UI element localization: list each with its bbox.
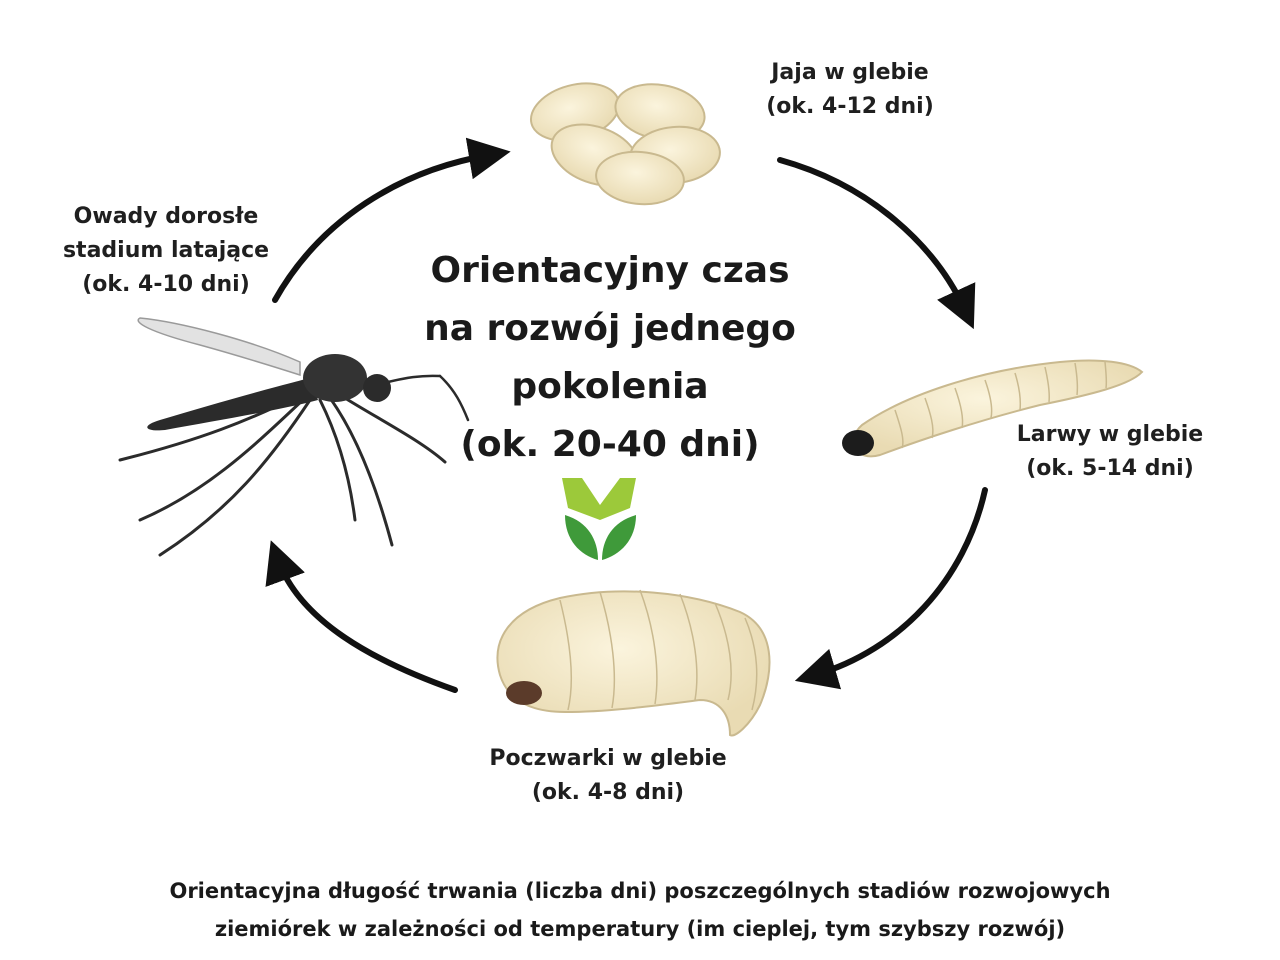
stage-label-eggs: Jaja w glebie (ok. 4-12 dni) — [700, 56, 1000, 124]
stage-duration-pupae: (ok. 4-8 dni) — [531, 780, 685, 805]
stage-label-pupae: Poczwarki w glebie (ok. 4-8 dni) — [458, 742, 758, 810]
center-title-line: (ok. 20-40 dni) — [460, 424, 760, 465]
center-title: Orientacyjny czas na rozwój jednego poko… — [360, 242, 860, 474]
larva-icon — [842, 359, 1144, 458]
stage-name-eggs: Jaja w glebie — [771, 60, 929, 85]
pupa-icon — [496, 589, 771, 737]
stage-duration-larvae: (ok. 5-14 dni) — [1026, 456, 1194, 481]
cycle-arrows — [265, 137, 988, 693]
stage-label-larvae: Larwy w glebie (ok. 5-14 dni) — [960, 418, 1260, 486]
center-title-line: pokolenia — [511, 366, 709, 407]
stage-name-pupae: Poczwarki w glebie — [489, 746, 727, 771]
stage-duration-adult: (ok. 4-10 dni) — [82, 272, 250, 297]
arrow-larvae-to-pupae — [794, 487, 988, 690]
plant-logo-icon — [562, 478, 636, 560]
stage-name-adult-line1: Owady dorosłe — [73, 204, 259, 229]
fungus-gnat-icon — [118, 317, 470, 557]
stage-label-adult: Owady dorosłe stadium latające (ok. 4-10… — [6, 200, 326, 302]
stage-name-adult-line2: stadium latające — [62, 238, 270, 263]
egg-cluster-icon — [529, 82, 721, 206]
center-title-line: na rozwój jednego — [424, 308, 796, 349]
stage-duration-eggs: (ok. 4-12 dni) — [766, 94, 934, 119]
caption-line: Orientacyjna długość trwania (liczba dni… — [169, 879, 1111, 903]
caption-line: ziemiórek w zależności od temperatury (i… — [214, 917, 1066, 941]
arrow-adult-to-eggs — [272, 137, 511, 303]
caption: Orientacyjna długość trwania (liczba dni… — [20, 872, 1260, 948]
arrow-pupae-to-adult — [265, 540, 458, 693]
center-title-line: Orientacyjny czas — [430, 250, 790, 291]
arrow-eggs-to-larvae — [777, 157, 976, 330]
stage-name-larvae: Larwy w glebie — [1016, 422, 1204, 447]
